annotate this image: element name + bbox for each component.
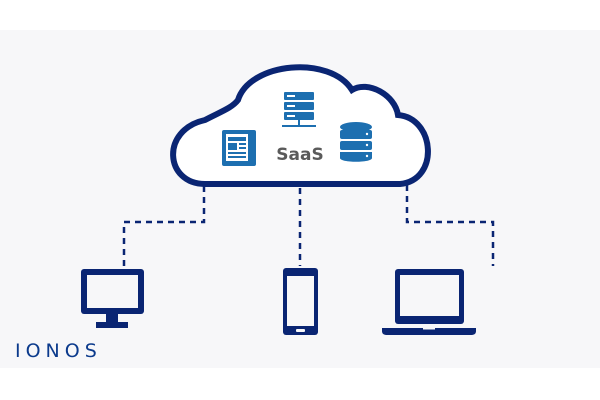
- connector-desktop: [122, 186, 206, 268]
- document-icon: [222, 130, 256, 166]
- server-icon: [282, 92, 316, 127]
- desktop-monitor-icon: [81, 269, 144, 328]
- ionos-logo: IONOS: [15, 340, 102, 362]
- database-icon: [340, 122, 372, 162]
- connector-laptop: [405, 185, 495, 266]
- saas-label: SaaS: [276, 145, 323, 165]
- laptop-icon: [382, 269, 476, 335]
- smartphone-icon: [283, 268, 318, 335]
